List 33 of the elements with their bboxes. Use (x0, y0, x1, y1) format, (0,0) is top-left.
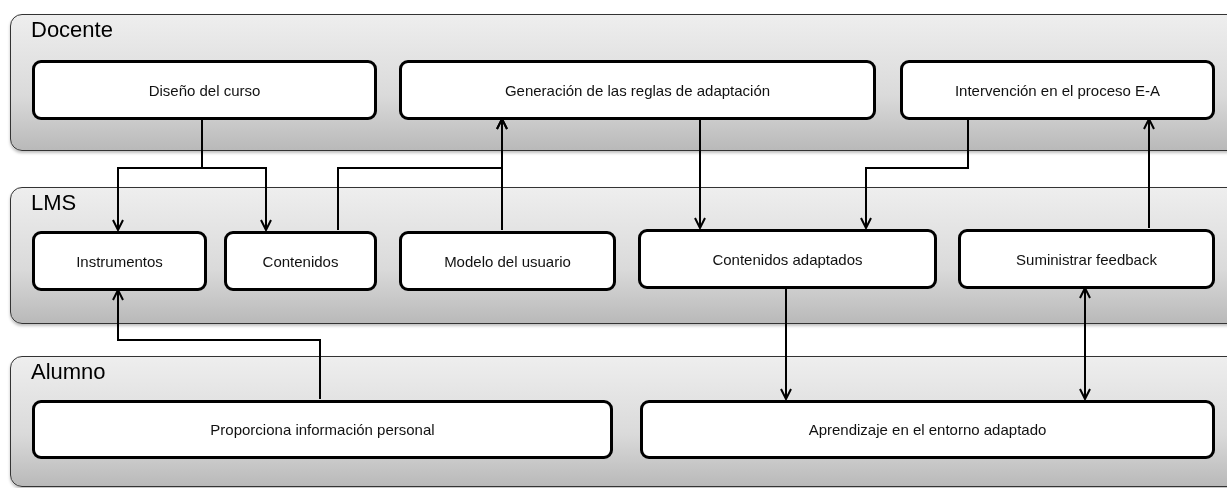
box-label: Instrumentos (76, 252, 163, 270)
process-box (640, 400, 1215, 459)
swimlane-band (10, 356, 1227, 487)
lane-title: Docente (31, 17, 113, 43)
arrow (860, 118, 969, 229)
arrow (112, 289, 321, 400)
arrow (1079, 287, 1091, 400)
box-label: Suministrar feedback (1016, 250, 1157, 268)
box-label: Contenidos (262, 252, 339, 270)
lane-title: LMS (31, 190, 77, 216)
lane-title: Alumno (31, 359, 106, 385)
box-label: Intervención en el proceso E-A (954, 81, 1161, 99)
swimlane-band (10, 14, 1227, 151)
process-box (958, 229, 1215, 289)
box-label: Generación de las reglas de adaptación (504, 81, 771, 99)
box-label: Modelo del usuario (444, 252, 571, 270)
box-label: Aprendizaje en el entorno adaptado (808, 421, 1047, 438)
process-box (638, 229, 937, 289)
process-box (900, 60, 1215, 120)
process-box (32, 60, 377, 120)
swimlane-band (10, 187, 1227, 324)
process-box (224, 231, 377, 291)
arrow (780, 287, 792, 400)
box-label: Contenidos adaptados (712, 250, 863, 268)
arrow (694, 118, 706, 229)
process-box (32, 231, 207, 291)
process-box (32, 400, 613, 459)
process-box (399, 60, 876, 120)
process-box (399, 231, 616, 291)
box-label: Proporciona información personal (210, 421, 435, 438)
arrow (1143, 118, 1155, 229)
box-label: Diseño del curso (148, 81, 261, 99)
arrow (496, 118, 508, 231)
